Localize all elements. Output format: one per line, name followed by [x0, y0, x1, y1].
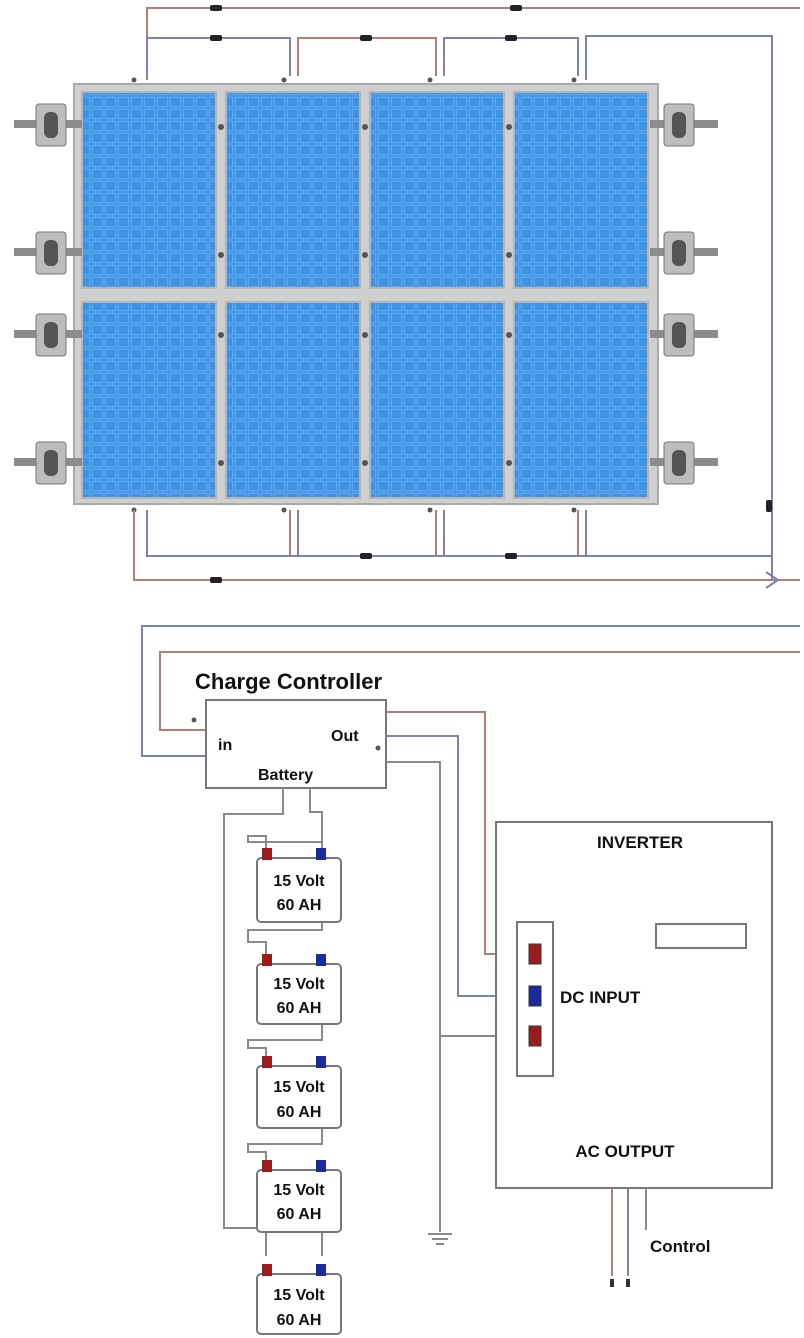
clamp-right-3 [650, 313, 718, 357]
top-positive-wire [146, 7, 800, 80]
battery-3-capacity: 60 AH [277, 1104, 322, 1121]
battery-negative-lead [309, 788, 323, 848]
battery-3-negative-terminal [316, 1056, 326, 1068]
solar-panel-r1c3 [369, 91, 505, 289]
charge-controller-box [205, 699, 387, 789]
merge-arrow [765, 571, 780, 589]
battery-1: 15 Volt 60 AH [256, 848, 342, 923]
battery-5-positive-terminal [262, 1264, 272, 1276]
charge-controller-title: Charge Controller [195, 669, 382, 694]
battery-3-voltage: 15 Volt [273, 1079, 325, 1096]
controller-battery-label: Battery [258, 767, 313, 784]
battery-2-voltage: 15 Volt [273, 976, 325, 993]
clamp-right-2 [650, 231, 718, 275]
series-link-2 [247, 835, 323, 862]
bottom-wiring [133, 510, 800, 589]
ac-output-label: AC OUTPUT [575, 1142, 675, 1161]
top-loop-3 [443, 37, 579, 76]
battery-2-positive-terminal [262, 954, 272, 966]
bottom-positive-wire [133, 510, 800, 581]
feed-negative-wire [141, 625, 800, 757]
controller-feed-wires [141, 625, 800, 757]
solar-panel-r2c1 [81, 301, 217, 499]
ac-output-leads [610, 1188, 647, 1287]
dc-input-label: DC INPUT [560, 988, 641, 1007]
battery-3-positive-terminal [262, 1056, 272, 1068]
feed-positive-wire [159, 651, 800, 731]
control-label: Control [650, 1237, 710, 1256]
battery-3: 15 Volt 60 AH [256, 1056, 342, 1129]
battery-1-negative-terminal [316, 848, 326, 860]
top-negative-wire [585, 35, 773, 580]
battery-1-positive-terminal [262, 848, 272, 860]
battery-2: 15 Volt 60 AH [256, 954, 342, 1025]
top-loop-1 [146, 37, 291, 76]
battery-2-capacity: 60 AH [277, 1000, 322, 1017]
charge-controller: Charge Controller in Out Battery [191, 669, 387, 789]
battery-1-capacity: 60 AH [277, 897, 322, 914]
solar-panel-r2c3 [369, 301, 505, 499]
clamp-right-1 [650, 103, 718, 147]
solar-panel-r1c1 [81, 91, 217, 289]
controller-out-label: Out [331, 728, 359, 745]
top-loop-2 [297, 37, 437, 76]
ground-wire [386, 761, 441, 1232]
battery-4: 15 Volt 60 AH [256, 1160, 342, 1233]
battery-2-negative-terminal [316, 954, 326, 966]
battery-4-voltage: 15 Volt [273, 1182, 325, 1199]
controller-in-label: in [218, 737, 232, 754]
battery-5-capacity: 60 AH [277, 1312, 322, 1329]
clamp-right-4 [650, 441, 718, 485]
top-wiring [146, 5, 800, 580]
output-negative-wire [386, 735, 530, 997]
battery-5-negative-terminal [316, 1264, 326, 1276]
series-link-4 [247, 1064, 323, 1168]
inverter: INVERTER DC INPUT AC OUTPUT [495, 821, 773, 1189]
solar-panel-r1c4 [513, 91, 649, 289]
battery-4-positive-terminal [262, 1160, 272, 1172]
dc-negative-terminal [528, 985, 542, 1007]
inverter-title: INVERTER [597, 833, 683, 852]
clamp-left-3 [14, 313, 82, 357]
solar-panel-array [73, 77, 659, 513]
dc-positive-terminal [528, 943, 542, 965]
clamp-left-2 [14, 231, 82, 275]
series-link-3 [247, 956, 323, 1064]
battery-4-capacity: 60 AH [277, 1206, 322, 1223]
clamp-left-1 [14, 103, 82, 147]
dc-ground-terminal [528, 1025, 542, 1047]
bottom-negative-wire [146, 510, 772, 557]
solar-panel-r2c2 [225, 301, 361, 499]
clamp-left-4 [14, 441, 82, 485]
solar-panel-r1c2 [225, 91, 361, 289]
battery-5: 15 Volt 60 AH [256, 1264, 342, 1335]
ground-symbol [428, 1233, 452, 1245]
solar-panel-r2c4 [513, 301, 649, 499]
battery-4-negative-terminal [316, 1160, 326, 1172]
battery-1-voltage: 15 Volt [273, 873, 325, 890]
inverter-display [655, 923, 747, 949]
battery-5-voltage: 15 Volt [273, 1287, 325, 1304]
mounting-clamps [14, 103, 718, 485]
